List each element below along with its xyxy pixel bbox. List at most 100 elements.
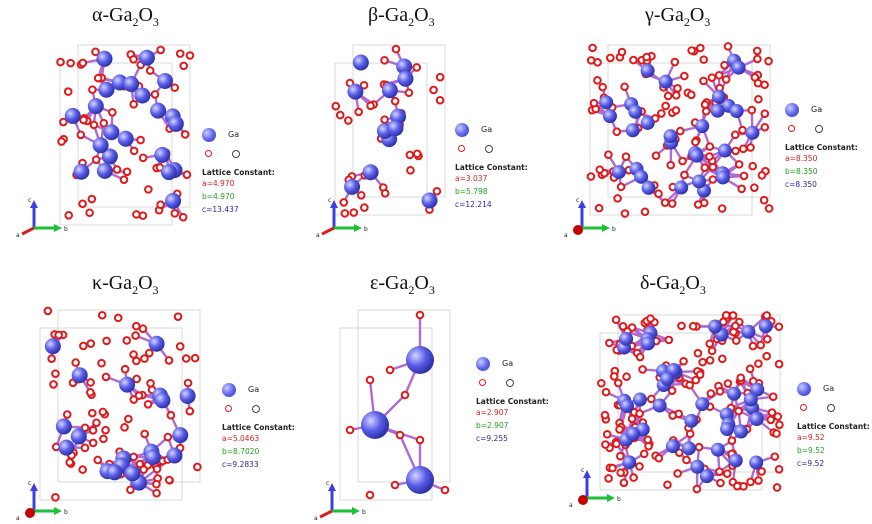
gallium-atom: [641, 180, 656, 195]
gallium-atom: [119, 376, 136, 393]
oxygen-atom: [692, 484, 702, 494]
oxygen-atom: [734, 160, 744, 169]
oxygen-atom: [349, 208, 359, 217]
oxygen-atom: [605, 338, 614, 348]
o-legend-icon: [225, 405, 232, 412]
oxygen-atom: [682, 455, 691, 465]
oxygen-atom: [586, 56, 596, 65]
oxygen-atom: [731, 146, 740, 156]
oxygen-atom: [594, 203, 604, 213]
oxygen-atom: [129, 55, 138, 64]
oxygen-atom: [85, 208, 94, 218]
oxygen-atom: [78, 199, 87, 209]
oxygen-atom: [699, 55, 709, 64]
oxygen-atom: [99, 118, 109, 128]
oxygen-atom: [129, 146, 139, 156]
oxygen-atom: [770, 452, 780, 461]
oxygen-atom: [51, 493, 60, 502]
oxygen-atom: [670, 57, 680, 67]
oxygen-atom: [694, 442, 704, 452]
oxygen-atom: [629, 473, 638, 482]
oxygen-atom: [680, 71, 689, 81]
oxygen-atom: [760, 109, 770, 119]
lattice-constant-heading: Lattice Constant:: [797, 422, 870, 431]
oxygen-atom: [429, 85, 438, 95]
oxygen-atom: [92, 418, 101, 428]
gallium-atom: [381, 82, 398, 99]
oxygen-atom: [753, 78, 763, 88]
oxygen-atom: [613, 194, 622, 203]
oxygen-atom: [597, 378, 606, 388]
oxygen-atom: [193, 462, 202, 472]
oxygen-atom: [588, 43, 597, 53]
gallium-atom: [362, 164, 379, 181]
gallium-atom: [710, 442, 725, 457]
oxygen-atom: [731, 336, 741, 345]
oxygen-atom: [678, 156, 687, 166]
gallium-atom: [106, 464, 123, 481]
gallium-atom: [166, 447, 183, 464]
oxygen-atom: [642, 52, 651, 62]
oxygen-atom: [152, 488, 161, 498]
oxygen-atom: [732, 481, 742, 491]
oxygen-atom: [687, 90, 696, 100]
gallium-atom: [652, 398, 667, 413]
oxygen-atom: [87, 194, 97, 204]
oxygen-atom: [716, 478, 725, 488]
oxygen-atom: [87, 408, 97, 418]
oxygen-atom: [759, 195, 769, 205]
oxygen-atom: [98, 407, 108, 417]
oxygen-atom: [185, 51, 195, 60]
oxygen-atom: [609, 372, 619, 381]
oxygen-atom: [112, 165, 122, 174]
oxygen-atom: [667, 199, 677, 208]
oxygen-atom: [717, 204, 727, 213]
oxygen-atom: [56, 57, 65, 67]
gallium-atom: [634, 169, 649, 184]
oxygen-atom: [663, 91, 673, 101]
ga-legend-icon: [455, 123, 469, 137]
gallium-atom: [699, 469, 714, 484]
oxygen-atom: [657, 109, 666, 118]
oxygen-atom: [635, 409, 644, 418]
gallium-atom: [710, 103, 725, 118]
oxygen-atom: [695, 370, 705, 379]
a-axis-label: a: [314, 515, 318, 522]
axis-indicator: abc: [16, 480, 68, 522]
oxygen-atom: [757, 467, 766, 476]
gallium-atom: [96, 162, 113, 179]
gallium-atom: [749, 411, 764, 426]
panel-title: κ-Ga2O3: [92, 272, 159, 297]
oxygen-atom: [774, 322, 784, 332]
oxygen-atom: [138, 153, 148, 163]
oxygen-atom: [601, 440, 610, 449]
panel-title: α-Ga2O3: [92, 4, 159, 29]
b-axis-label: b: [64, 226, 68, 233]
gallium-atom: [167, 115, 184, 132]
lattice-b: b=8.7020: [222, 447, 260, 456]
oxygen-atom: [80, 423, 90, 433]
gallium-atom: [352, 54, 369, 71]
oxygen-atom: [150, 90, 160, 99]
oxygen-atom: [680, 170, 689, 180]
oxygen-atom: [57, 137, 66, 146]
oxygen-atom: [93, 455, 103, 465]
oxygen-atom: [671, 106, 681, 115]
oxygen-atom: [182, 170, 192, 180]
oxygen-atom: [138, 211, 148, 220]
o-legend-marker: [827, 404, 835, 412]
oxygen-atom: [616, 182, 626, 192]
gallium-atom: [663, 129, 678, 144]
oxygen-atom: [122, 336, 132, 345]
oxygen-atom: [664, 335, 674, 345]
oxygen-atom: [707, 73, 717, 82]
oxygen-atom: [156, 200, 165, 210]
oxygen-atom: [390, 96, 400, 106]
ga-legend-icon: [785, 103, 799, 117]
gallium-atom: [674, 180, 689, 195]
o-legend-icon: [205, 150, 212, 157]
gallium-atom: [602, 109, 617, 124]
oxygen-atom: [764, 56, 773, 66]
